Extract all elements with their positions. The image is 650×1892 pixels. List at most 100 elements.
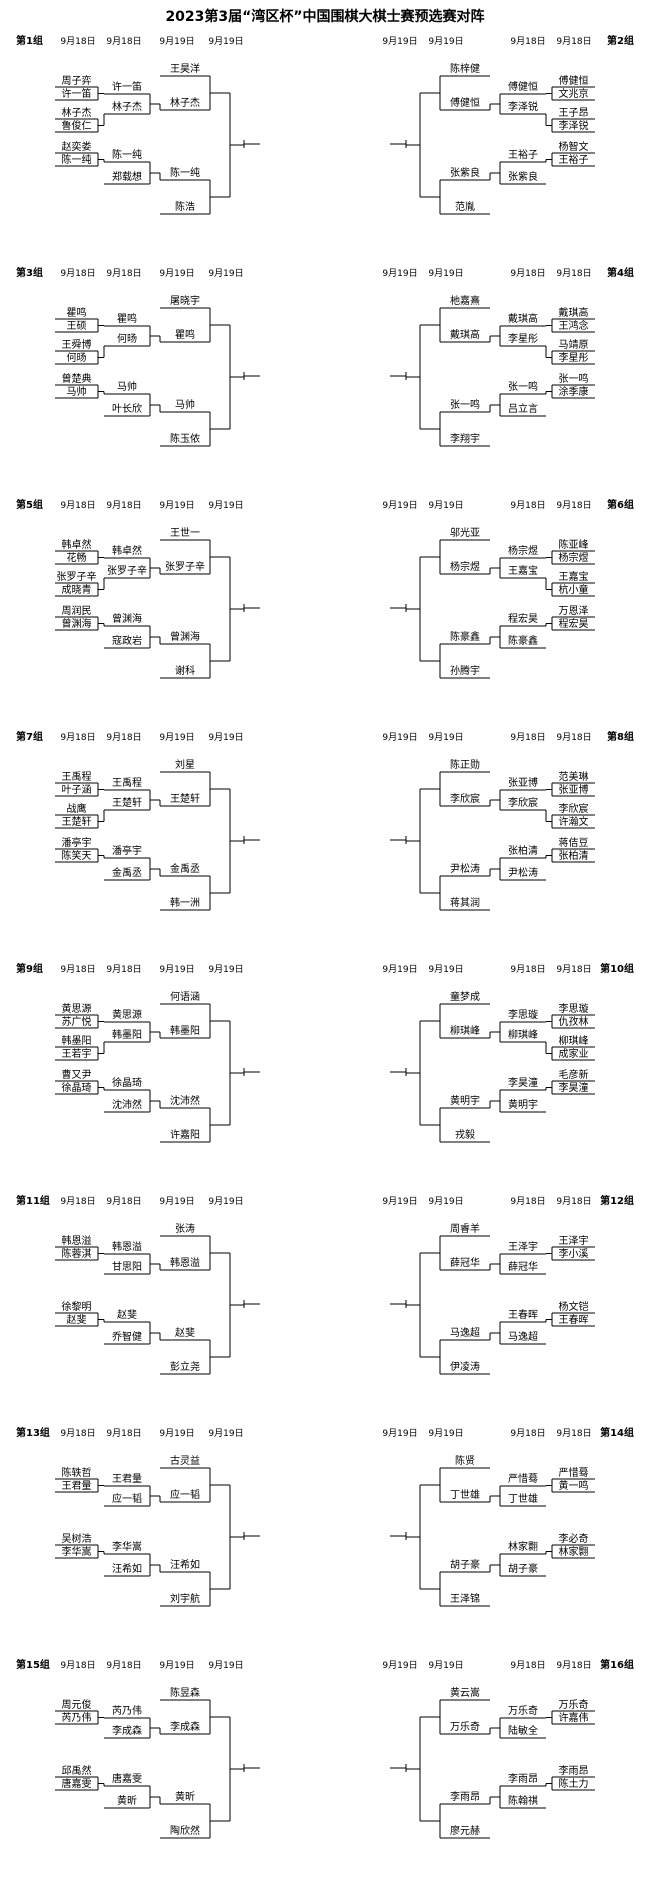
player-name: 杨宗煜 [508, 544, 538, 557]
player-name: 韩墨阳 [62, 1034, 92, 1047]
round-date: 9月19日 [382, 1660, 417, 1671]
player-name: 戴琪高 [450, 328, 480, 341]
player-name: 王楚轩 [62, 815, 92, 828]
round-date: 9月19日 [382, 964, 417, 975]
player-name: 张紫良 [508, 170, 538, 183]
player-name: 甘思阳 [112, 1260, 142, 1273]
player-name: 杨文铠 [559, 1300, 589, 1313]
player-name: 陈梓健 [450, 62, 480, 75]
player-name: 王裕子 [508, 148, 538, 161]
player-name: 王君量 [112, 1473, 142, 1485]
group-label: 第10组 [600, 962, 634, 975]
player-name: 陈蓉淇 [62, 1247, 92, 1260]
player-name: 叶长欣 [112, 402, 142, 415]
player-name: 古灵益 [170, 1454, 200, 1467]
player-name: 李欣宸 [508, 796, 538, 809]
round-date: 9月18日 [510, 268, 545, 279]
round-date: 9月18日 [106, 964, 141, 975]
player-name: 黄明宇 [450, 1094, 480, 1107]
player-name: 李华嵩 [62, 1545, 92, 1558]
player-name: 应一韬 [112, 1492, 142, 1505]
round-date: 9月18日 [510, 732, 545, 743]
round-date: 9月18日 [106, 500, 141, 511]
player-name: 张亚博 [559, 783, 589, 796]
player-name: 周子弈 [62, 74, 92, 87]
player-name: 唐嘉雯 [112, 1772, 142, 1785]
group-label: 第13组 [16, 1426, 50, 1439]
round-date: 9月19日 [208, 500, 243, 511]
player-name: 万乐奇 [559, 1698, 589, 1711]
player-name: 黄一鸣 [559, 1479, 589, 1492]
round-date: 9月19日 [428, 1428, 463, 1439]
player-name: 王舜博 [62, 338, 92, 351]
round-date: 9月18日 [510, 500, 545, 511]
round-date: 9月18日 [510, 964, 545, 975]
player-name: 韩恩溢 [112, 1240, 142, 1253]
player-name: 陈浩 [175, 200, 195, 213]
round-date: 9月18日 [556, 732, 591, 743]
player-name: 吕立言 [508, 402, 538, 415]
player-name: 彭立尧 [170, 1360, 200, 1373]
player-name: 陈土力 [559, 1777, 589, 1790]
player-name: 胡子豪 [450, 1558, 480, 1571]
group-label: 第11组 [16, 1194, 50, 1207]
player-name: 王楚轩 [112, 796, 142, 809]
player-name: 马逸超 [450, 1326, 480, 1339]
player-name: 林家翾 [559, 1545, 589, 1558]
player-name: 张一鸣 [450, 398, 480, 411]
player-name: 李小溪 [559, 1247, 589, 1260]
group-label: 第15组 [16, 1658, 50, 1671]
player-name: 李雨昂 [450, 1790, 480, 1803]
player-name: 何旸 [117, 332, 137, 345]
round-date: 9月19日 [159, 268, 194, 279]
player-name: 柳琪峰 [559, 1034, 589, 1047]
group-label: 第14组 [600, 1426, 634, 1439]
round-date: 9月19日 [159, 1196, 194, 1207]
round-date: 9月19日 [208, 36, 243, 47]
player-name: 韩墨阳 [112, 1028, 142, 1041]
player-name: 刘宇航 [170, 1592, 200, 1605]
player-name: 王鸿念 [559, 319, 589, 332]
player-name: 徐黎明 [62, 1300, 92, 1313]
round-date: 9月19日 [382, 732, 417, 743]
player-name: 王泽宇 [559, 1234, 589, 1247]
player-name: 林家翾 [508, 1540, 538, 1553]
round-date: 9月18日 [60, 1428, 95, 1439]
round-date: 9月19日 [428, 268, 463, 279]
player-name: 尹松涛 [450, 862, 480, 875]
group-label: 第2组 [607, 34, 634, 47]
group-label: 第16组 [600, 1658, 634, 1671]
round-date: 9月18日 [556, 268, 591, 279]
player-name: 张柏清 [559, 849, 589, 862]
player-name: 杨智文 [559, 140, 589, 153]
round-date: 9月19日 [159, 1660, 194, 1671]
player-name: 戎毅 [455, 1128, 475, 1141]
player-name: 童梦成 [450, 990, 480, 1003]
player-name: 马帅 [117, 380, 137, 393]
player-name: 成家业 [559, 1047, 589, 1060]
player-name: 许嘉伟 [559, 1711, 589, 1724]
player-name: 徐晶琦 [62, 1081, 92, 1094]
player-name: 张一鸣 [559, 372, 589, 385]
player-name: 赵斐 [175, 1326, 195, 1339]
round-date: 9月18日 [556, 500, 591, 511]
round-date: 9月18日 [556, 1660, 591, 1671]
round-date: 9月18日 [510, 1196, 545, 1207]
player-name: 何语涵 [170, 990, 200, 1003]
player-name: 韩恩溢 [62, 1234, 92, 1247]
round-date: 9月19日 [382, 1428, 417, 1439]
player-name: 李思璇 [559, 1002, 589, 1015]
player-name: 芮乃伟 [62, 1711, 92, 1724]
player-name: 李雨昂 [508, 1772, 538, 1785]
player-name: 范美琳 [559, 770, 589, 783]
player-name: 吴树浩 [62, 1532, 92, 1545]
player-name: 傅健恒 [559, 74, 589, 87]
player-name: 王春晖 [559, 1314, 589, 1326]
player-name: 王嘉宝 [559, 570, 589, 583]
player-name: 陈豪鑫 [450, 630, 480, 643]
player-name: 李翔宇 [450, 432, 480, 445]
round-date: 9月19日 [208, 1196, 243, 1207]
player-name: 戴琪高 [508, 312, 538, 325]
player-name: 廖元赫 [450, 1824, 480, 1837]
round-date: 9月18日 [510, 1660, 545, 1671]
